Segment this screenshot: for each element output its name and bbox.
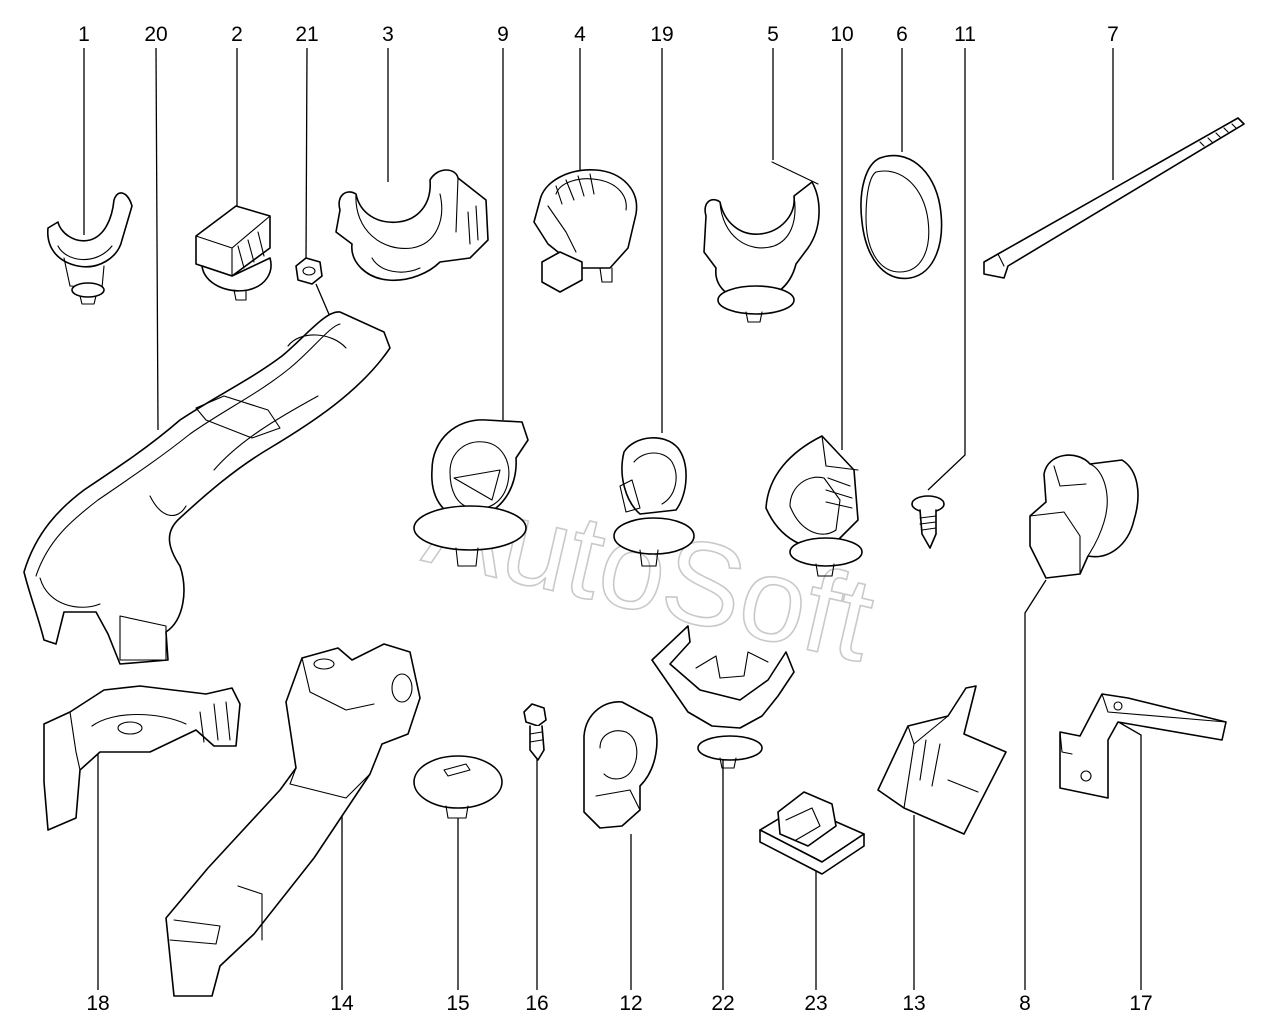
callout-2: 2 [231,23,243,46]
part-1-clip-icon [47,192,133,305]
part-4-band-clip-icon [533,169,638,293]
part-2-connector-clip-icon [195,205,272,301]
callout-11: 11 [954,23,976,46]
part-6-grommet-icon [860,154,943,280]
callout-23: 23 [804,992,827,1015]
callout-13: 13 [902,992,925,1015]
part-3-double-clip-icon [335,169,489,282]
part-15-push-cap-icon [413,755,503,819]
callout-8: 8 [1019,992,1031,1015]
callout-1: 1 [78,23,90,46]
part-23-adhesive-clip-icon [759,791,865,875]
callout-5: 5 [767,23,779,46]
callout-9: 9 [497,23,509,46]
part-21-nut-icon [295,257,341,341]
part-9-round-clip-icon [413,419,529,567]
callout-17: 17 [1129,992,1152,1015]
part-5-clip-icon [703,161,820,323]
part-12-clip-icon [583,701,658,829]
part-8-bracket-clip-icon [1029,454,1139,579]
callout-10: 10 [830,23,853,46]
part-13-plate-clip-icon [877,685,1007,835]
part-17-bent-bracket-icon [1059,693,1227,799]
part-16-bolt-icon [523,703,547,761]
part-10-clip-block-icon [765,435,863,577]
callout-3: 3 [382,23,394,46]
part-11-screw-icon [911,495,945,549]
part-18-bracket-icon [43,685,241,831]
part-20-routing-channel-icon [23,311,391,665]
callout-12: 12 [619,992,642,1015]
callout-18: 18 [86,992,109,1015]
part-22-fork-clip-icon [651,625,795,769]
callout-20: 20 [144,23,167,46]
callout-19: 19 [650,23,673,46]
part-14-long-bracket-icon [165,643,421,997]
part-7-cable-tie-icon [983,117,1245,279]
leader-lines [83,47,1142,990]
callout-15: 15 [446,992,469,1015]
callout-6: 6 [896,23,908,46]
callout-7: 7 [1107,23,1119,46]
callout-14: 14 [330,992,354,1015]
callout-22: 22 [711,992,734,1015]
part-19-clip-icon [613,437,695,567]
callout-4: 4 [574,23,586,46]
callout-16: 16 [525,992,548,1015]
callout-21: 21 [295,23,318,46]
